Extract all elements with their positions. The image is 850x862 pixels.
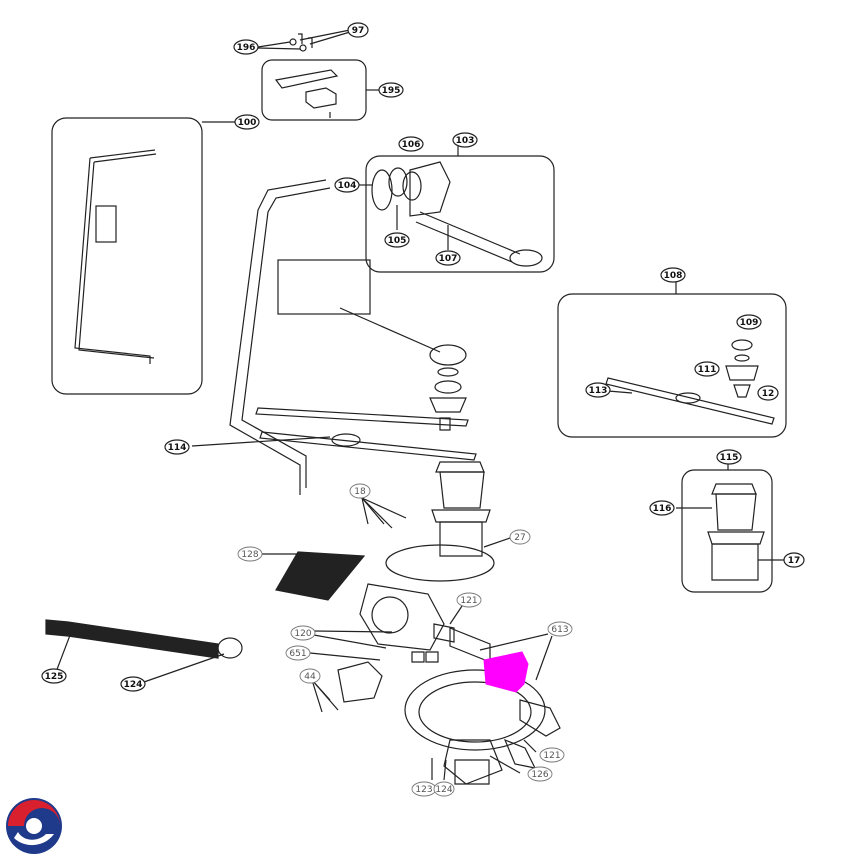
callout-116-text: 116 xyxy=(653,504,672,514)
part-100-box xyxy=(51,117,238,395)
callout-109-text: 109 xyxy=(740,318,759,328)
callout-126: 126 xyxy=(527,766,553,782)
callout-195: 195 xyxy=(378,82,404,98)
callout-120: 120 xyxy=(290,625,316,641)
callout-196: 196 xyxy=(233,39,259,55)
callout-128: 128 xyxy=(237,546,263,562)
callout-18-text: 18 xyxy=(354,487,366,497)
callout-100-text: 100 xyxy=(238,118,257,128)
callout-103: 103 xyxy=(452,132,478,148)
callout-106: 106 xyxy=(398,136,424,152)
callout-124-left: 124 xyxy=(120,676,146,692)
callout-105-text: 105 xyxy=(388,236,407,246)
callout-17: 17 xyxy=(783,552,805,568)
callout-108-text: 108 xyxy=(664,271,683,281)
callout-100: 100 xyxy=(234,114,260,130)
callout-121-bottom: 121 xyxy=(539,747,565,763)
spray-arms xyxy=(191,407,477,461)
callout-27: 27 xyxy=(509,529,531,545)
callout-111-text: 111 xyxy=(698,365,717,375)
callout-97: 97 xyxy=(347,22,369,38)
callout-123-text: 123 xyxy=(415,785,432,795)
screws-18 xyxy=(361,497,407,529)
callout-18: 18 xyxy=(349,483,371,499)
screws-44 xyxy=(311,661,383,713)
screw-group-top xyxy=(257,29,351,52)
center-filter xyxy=(385,461,511,582)
callout-109: 109 xyxy=(736,314,762,330)
callout-124-left-text: 124 xyxy=(124,680,143,690)
callout-115-text: 115 xyxy=(720,453,739,463)
callout-128-text: 128 xyxy=(241,550,258,560)
part-103-box xyxy=(356,145,555,273)
callout-104: 104 xyxy=(334,177,360,193)
callout-651-text: 651 xyxy=(289,649,306,659)
bottom-small-parts xyxy=(431,758,447,781)
callout-114-text: 114 xyxy=(168,443,187,453)
callout-111: 111 xyxy=(694,361,720,377)
callout-125-text: 125 xyxy=(45,672,64,682)
brand-logo xyxy=(6,798,62,854)
callout-121-top-text: 121 xyxy=(460,596,477,606)
callout-104-text: 104 xyxy=(338,181,357,191)
part-128-tray xyxy=(262,551,366,601)
callout-17-text: 17 xyxy=(788,556,801,566)
callout-108: 108 xyxy=(660,267,686,283)
callout-105: 105 xyxy=(384,232,410,248)
callout-27-text: 27 xyxy=(514,533,525,543)
callout-651: 651 xyxy=(285,645,311,661)
callout-12-text: 12 xyxy=(762,389,775,399)
pump-motor xyxy=(309,583,463,661)
callout-107: 107 xyxy=(435,250,461,266)
part-108-box xyxy=(557,282,787,438)
callout-12: 12 xyxy=(757,385,779,401)
callout-126-text: 126 xyxy=(531,770,548,780)
callout-115: 115 xyxy=(716,449,742,465)
callout-44-text: 44 xyxy=(304,672,316,682)
callout-196-text: 196 xyxy=(237,43,256,53)
callout-107-text: 107 xyxy=(439,254,458,264)
callout-125: 125 xyxy=(41,668,67,684)
callout-113: 113 xyxy=(585,382,611,398)
callout-120-text: 120 xyxy=(294,629,311,639)
callout-195-text: 195 xyxy=(382,86,401,96)
callout-121-top: 121 xyxy=(456,592,482,608)
callout-114: 114 xyxy=(164,439,190,455)
sump-assembly xyxy=(404,669,546,785)
callout-106-text: 106 xyxy=(402,140,421,150)
callout-124-bottom-text: 124 xyxy=(435,785,452,795)
callout-121-bottom-text: 121 xyxy=(543,751,560,761)
callout-113-text: 113 xyxy=(589,386,608,396)
upper-spray-tube xyxy=(229,179,467,495)
callout-123: 123 xyxy=(411,781,437,797)
part-195-box xyxy=(261,59,382,121)
callout-124-bottom: 124 xyxy=(433,781,455,797)
callout-97-text: 97 xyxy=(352,26,365,36)
highlighted-part[interactable] xyxy=(483,651,529,693)
callout-44: 44 xyxy=(299,668,321,684)
callout-613: 613 xyxy=(547,621,573,637)
callout-613-text: 613 xyxy=(551,625,568,635)
part-115-box xyxy=(676,464,786,593)
callout-116: 116 xyxy=(649,500,675,516)
drain-hose xyxy=(45,619,243,683)
callout-103-text: 103 xyxy=(456,136,475,146)
